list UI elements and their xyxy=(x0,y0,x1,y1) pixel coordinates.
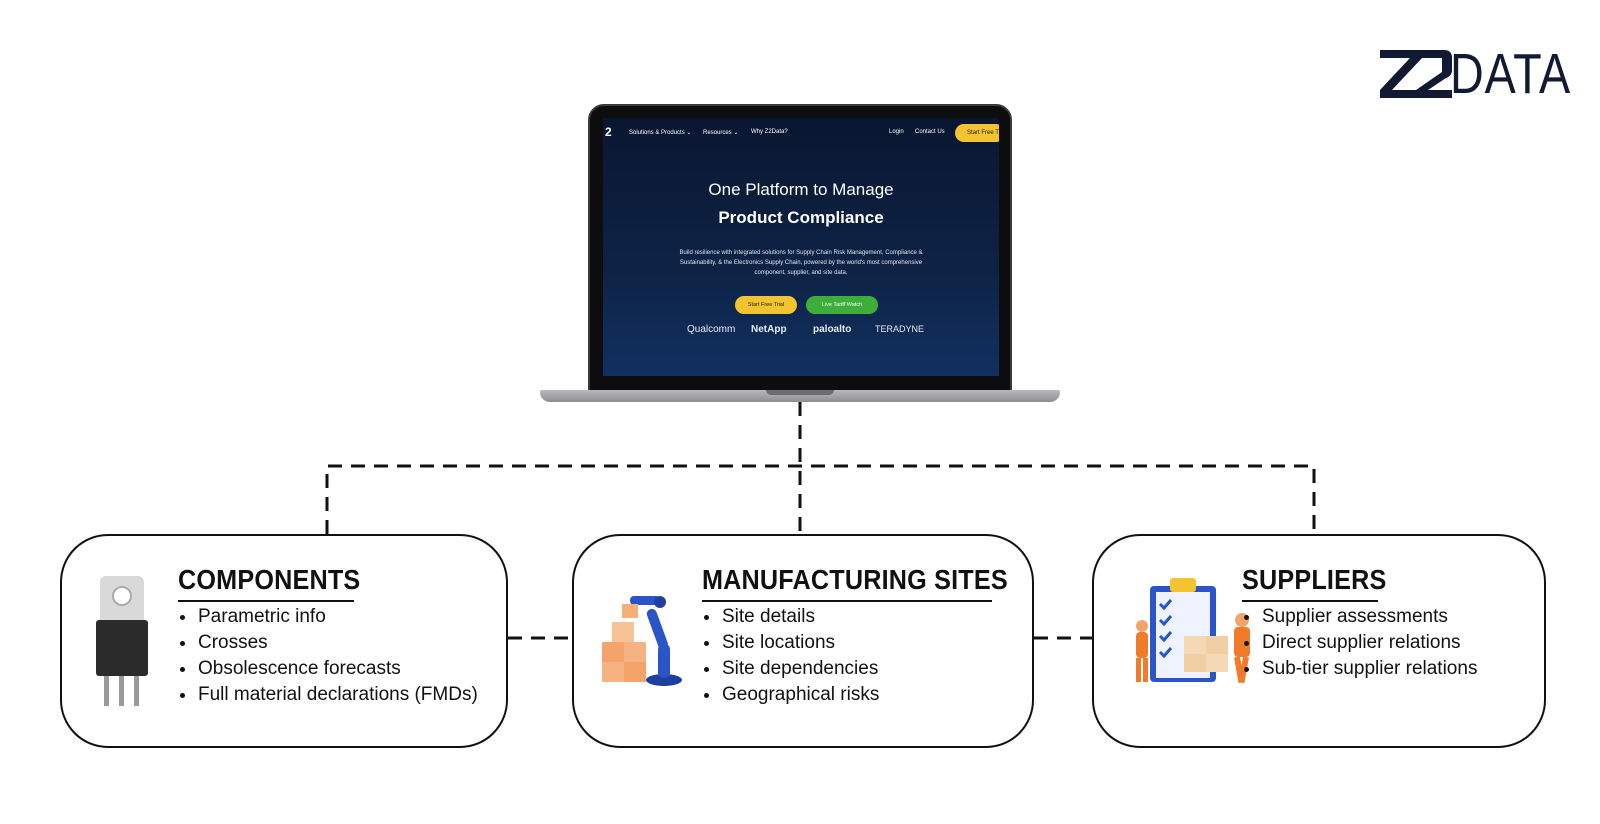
connector-branch xyxy=(325,464,1316,534)
transistor-icon xyxy=(96,576,148,706)
card-title: COMPONENTS xyxy=(178,564,361,595)
live-tariff-watch-button[interactable]: Live Tariff Watch xyxy=(806,296,878,314)
list-item: Parametric info xyxy=(178,604,478,630)
title-underline xyxy=(1242,600,1378,602)
list-item: Sub-tier supplier relations xyxy=(1242,656,1477,682)
card-title: SUPPLIERS xyxy=(1242,564,1387,595)
nav-login[interactable]: Login xyxy=(889,129,904,135)
partner-logo: TERADYNE xyxy=(875,324,925,334)
partner-logo: Qualcomm xyxy=(687,324,736,335)
card-list: Supplier assessments Direct supplier rel… xyxy=(1242,604,1477,682)
hero-title-line2: Product Compliance xyxy=(718,208,884,227)
laptop-screen: 2 Solutions & Products ⌄ Resources ⌄ Why… xyxy=(603,118,999,376)
laptop: 2 Solutions & Products ⌄ Resources ⌄ Why… xyxy=(588,104,1012,392)
supplier-checklist-icon xyxy=(1136,578,1250,684)
website-nav: 2 Solutions & Products ⌄ Resources ⌄ Why… xyxy=(603,124,999,144)
nav-item-solutions[interactable]: Solutions & Products ⌄ xyxy=(629,130,692,136)
list-item: Direct supplier relations xyxy=(1242,630,1477,656)
card-manufacturing-sites: MANUFACTURING SITES Site details Site lo… xyxy=(572,534,1034,748)
partner-logo: paloalto xyxy=(813,324,852,335)
card-components: COMPONENTS Parametric info Crosses Obsol… xyxy=(60,534,508,748)
z2data-logo-icon xyxy=(1380,50,1452,98)
list-item: Obsolescence forecasts xyxy=(178,656,478,682)
laptop-base xyxy=(540,390,1060,402)
nav-item-resources[interactable]: Resources ⌄ xyxy=(703,130,739,136)
start-free-trial-button[interactable]: Start Free Trial xyxy=(735,296,797,314)
card-suppliers: SUPPLIERS Supplier assessments Direct su… xyxy=(1092,534,1546,748)
nav-item-why[interactable]: Why Z2Data? xyxy=(751,129,788,135)
robotic-arm-icon xyxy=(602,596,682,686)
list-item: Geographical risks xyxy=(702,682,879,708)
hero-title-line1: One Platform to Manage xyxy=(708,180,894,199)
website-logo[interactable]: 2 xyxy=(605,125,612,139)
nav-start-trial-button[interactable]: Start Free T xyxy=(955,124,999,142)
card-list: Site details Site locations Site depende… xyxy=(702,604,879,708)
partner-logo: NetApp xyxy=(751,324,787,335)
brand-logo-text: DATA xyxy=(1450,42,1572,106)
brand-logo: DATA xyxy=(1376,44,1570,104)
hero-description: Build resilience with integrated solutio… xyxy=(679,250,923,276)
list-item: Site details xyxy=(702,604,879,630)
list-item: Site dependencies xyxy=(702,656,879,682)
list-item: Supplier assessments xyxy=(1242,604,1477,630)
title-underline xyxy=(702,600,992,602)
nav-contact[interactable]: Contact Us xyxy=(915,129,945,135)
list-item: Site locations xyxy=(702,630,879,656)
list-item: Crosses xyxy=(178,630,478,656)
title-underline xyxy=(178,600,354,602)
card-list: Parametric info Crosses Obsolescence for… xyxy=(178,604,478,708)
list-item: Full material declarations (FMDs) xyxy=(178,682,478,708)
card-title: MANUFACTURING SITES xyxy=(702,564,1008,595)
laptop-notch xyxy=(766,390,834,395)
partner-logos: Qualcomm NetApp paloalto TERADYNE xyxy=(603,324,999,338)
